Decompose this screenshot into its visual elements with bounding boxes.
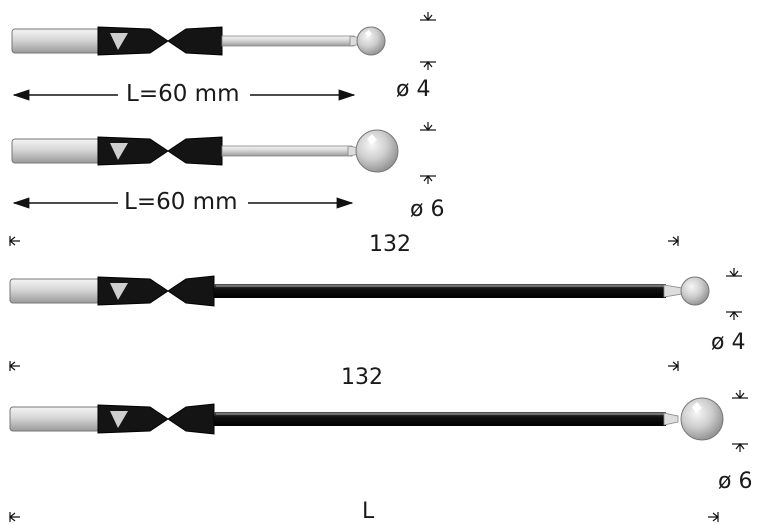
probe-1-diameter-ticks	[420, 12, 436, 70]
probe-1	[11, 12, 436, 101]
probe-1-diameter-label: ø 4	[396, 77, 431, 102]
probe-1-stem	[221, 35, 355, 47]
probe-4-diameter-ticks	[732, 390, 748, 452]
probe-1-length-label: L=60 mm	[126, 81, 240, 107]
probe-4-ball	[680, 397, 724, 441]
probe-2-body	[97, 136, 223, 166]
probe-2-length-label: L=60 mm	[124, 189, 238, 215]
probe-3	[9, 236, 742, 320]
probe-2-threaded-tip	[11, 138, 101, 164]
probe-4-shaft	[214, 412, 666, 426]
probe-3-threaded-tip	[9, 278, 101, 304]
probe-1-ball	[356, 26, 386, 56]
probe-3-length-label: 132	[369, 232, 411, 257]
probe-4-threaded-tip	[9, 406, 101, 432]
footer-length-ticks	[9, 512, 719, 522]
probe-3-ball	[680, 276, 710, 306]
probe-3-diameter-ticks	[726, 268, 742, 320]
probe-2-ball	[355, 129, 399, 173]
probe-4	[9, 361, 748, 452]
probe-2-diameter-label: ø 6	[410, 197, 445, 222]
probe-2-stem	[221, 145, 353, 157]
probe-2	[11, 122, 436, 209]
probe-4-length-label: 132	[341, 365, 383, 390]
probe-4-diameter-label: ø 6	[718, 469, 753, 494]
probe-1-threaded-tip	[11, 28, 101, 54]
probe-4-length-ticks	[9, 361, 679, 371]
probe-3-diameter-label: ø 4	[711, 330, 746, 355]
probe-3-length-ticks	[9, 236, 679, 246]
probe-3-shaft	[214, 284, 666, 298]
footer-length-label: L	[362, 499, 375, 524]
probe-1-body	[97, 26, 223, 56]
probe-2-diameter-ticks	[420, 122, 436, 184]
